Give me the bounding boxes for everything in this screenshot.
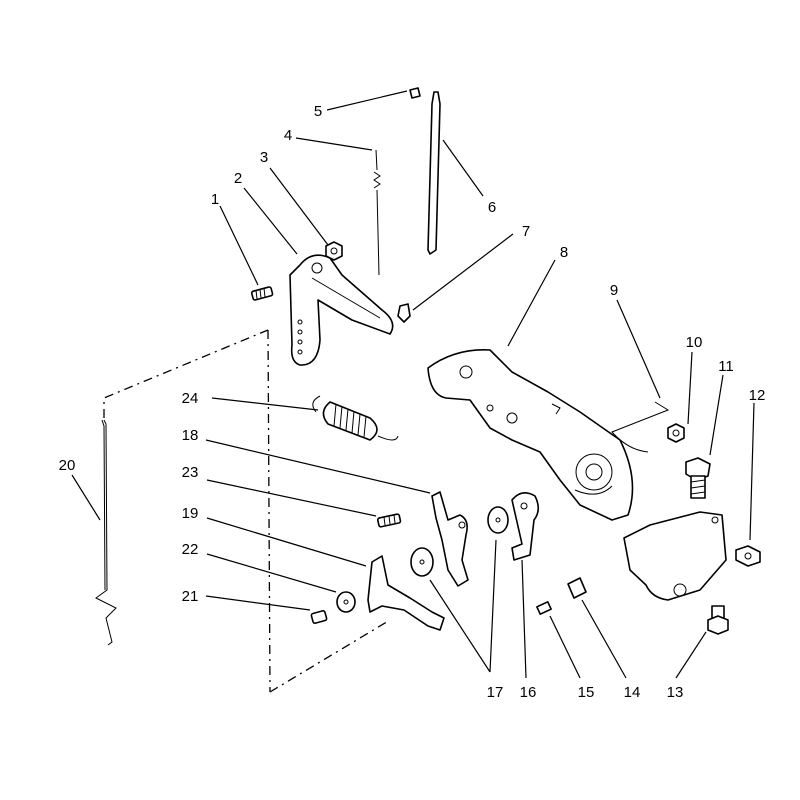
callout-19: 19 <box>182 505 199 522</box>
callout-7: 7 <box>522 223 530 240</box>
part-washer-22 <box>336 591 356 613</box>
callout-17: 17 <box>487 684 504 701</box>
part-washers-17 <box>410 506 509 577</box>
part-spring-rod-4 <box>373 149 381 276</box>
part-clip-7 <box>397 303 411 323</box>
part-screw-21 <box>310 610 328 624</box>
callout-2: 2 <box>234 170 242 187</box>
callout-23: 23 <box>182 464 199 481</box>
part-clip-5 <box>409 87 421 99</box>
callout-3: 3 <box>260 149 268 166</box>
part-screw-15 <box>536 601 552 615</box>
callout-13: 13 <box>667 684 684 701</box>
part-control-wire-20 <box>95 419 117 646</box>
callout-12: 12 <box>749 387 766 404</box>
part-spring-9 <box>611 401 670 453</box>
callout-10: 10 <box>686 334 703 351</box>
callout-22: 22 <box>182 541 199 558</box>
callout-16: 16 <box>520 684 537 701</box>
part-screw-13 <box>707 605 729 635</box>
part-control-bracket <box>427 349 634 521</box>
callout-8: 8 <box>560 244 568 261</box>
part-clip-14 <box>567 577 587 599</box>
callout-1: 1 <box>211 191 219 208</box>
part-bracket-19 <box>367 555 445 631</box>
callout-9: 9 <box>610 282 618 299</box>
group-bracket <box>103 329 391 693</box>
callout-24: 24 <box>182 390 199 407</box>
callout-15: 15 <box>578 684 595 701</box>
part-nut-3 <box>325 241 343 261</box>
part-link-rod-6 <box>427 91 441 255</box>
callout-11: 11 <box>718 358 734 375</box>
part-screw-1 <box>250 286 274 301</box>
callout-6: 6 <box>488 199 496 216</box>
callout-5: 5 <box>314 103 322 120</box>
callout-4: 4 <box>284 127 292 144</box>
part-cam-16 <box>511 492 540 561</box>
callout-21: 21 <box>182 588 199 605</box>
part-screw-23 <box>376 513 402 528</box>
callout-20: 20 <box>59 457 76 474</box>
part-governor-lever <box>289 254 394 366</box>
part-bolt-11 <box>685 457 711 499</box>
callout-14: 14 <box>624 684 641 701</box>
part-nut-10 <box>667 423 685 443</box>
part-spring-24 <box>312 395 399 441</box>
leader-lines <box>71 90 755 679</box>
part-mount-plate <box>623 511 727 601</box>
callout-labels: 1 2 3 4 5 6 7 8 9 10 11 12 13 14 15 16 1… <box>59 103 766 701</box>
part-lever-18 <box>431 491 469 587</box>
callout-18: 18 <box>182 427 199 444</box>
part-nut-12 <box>735 545 761 567</box>
